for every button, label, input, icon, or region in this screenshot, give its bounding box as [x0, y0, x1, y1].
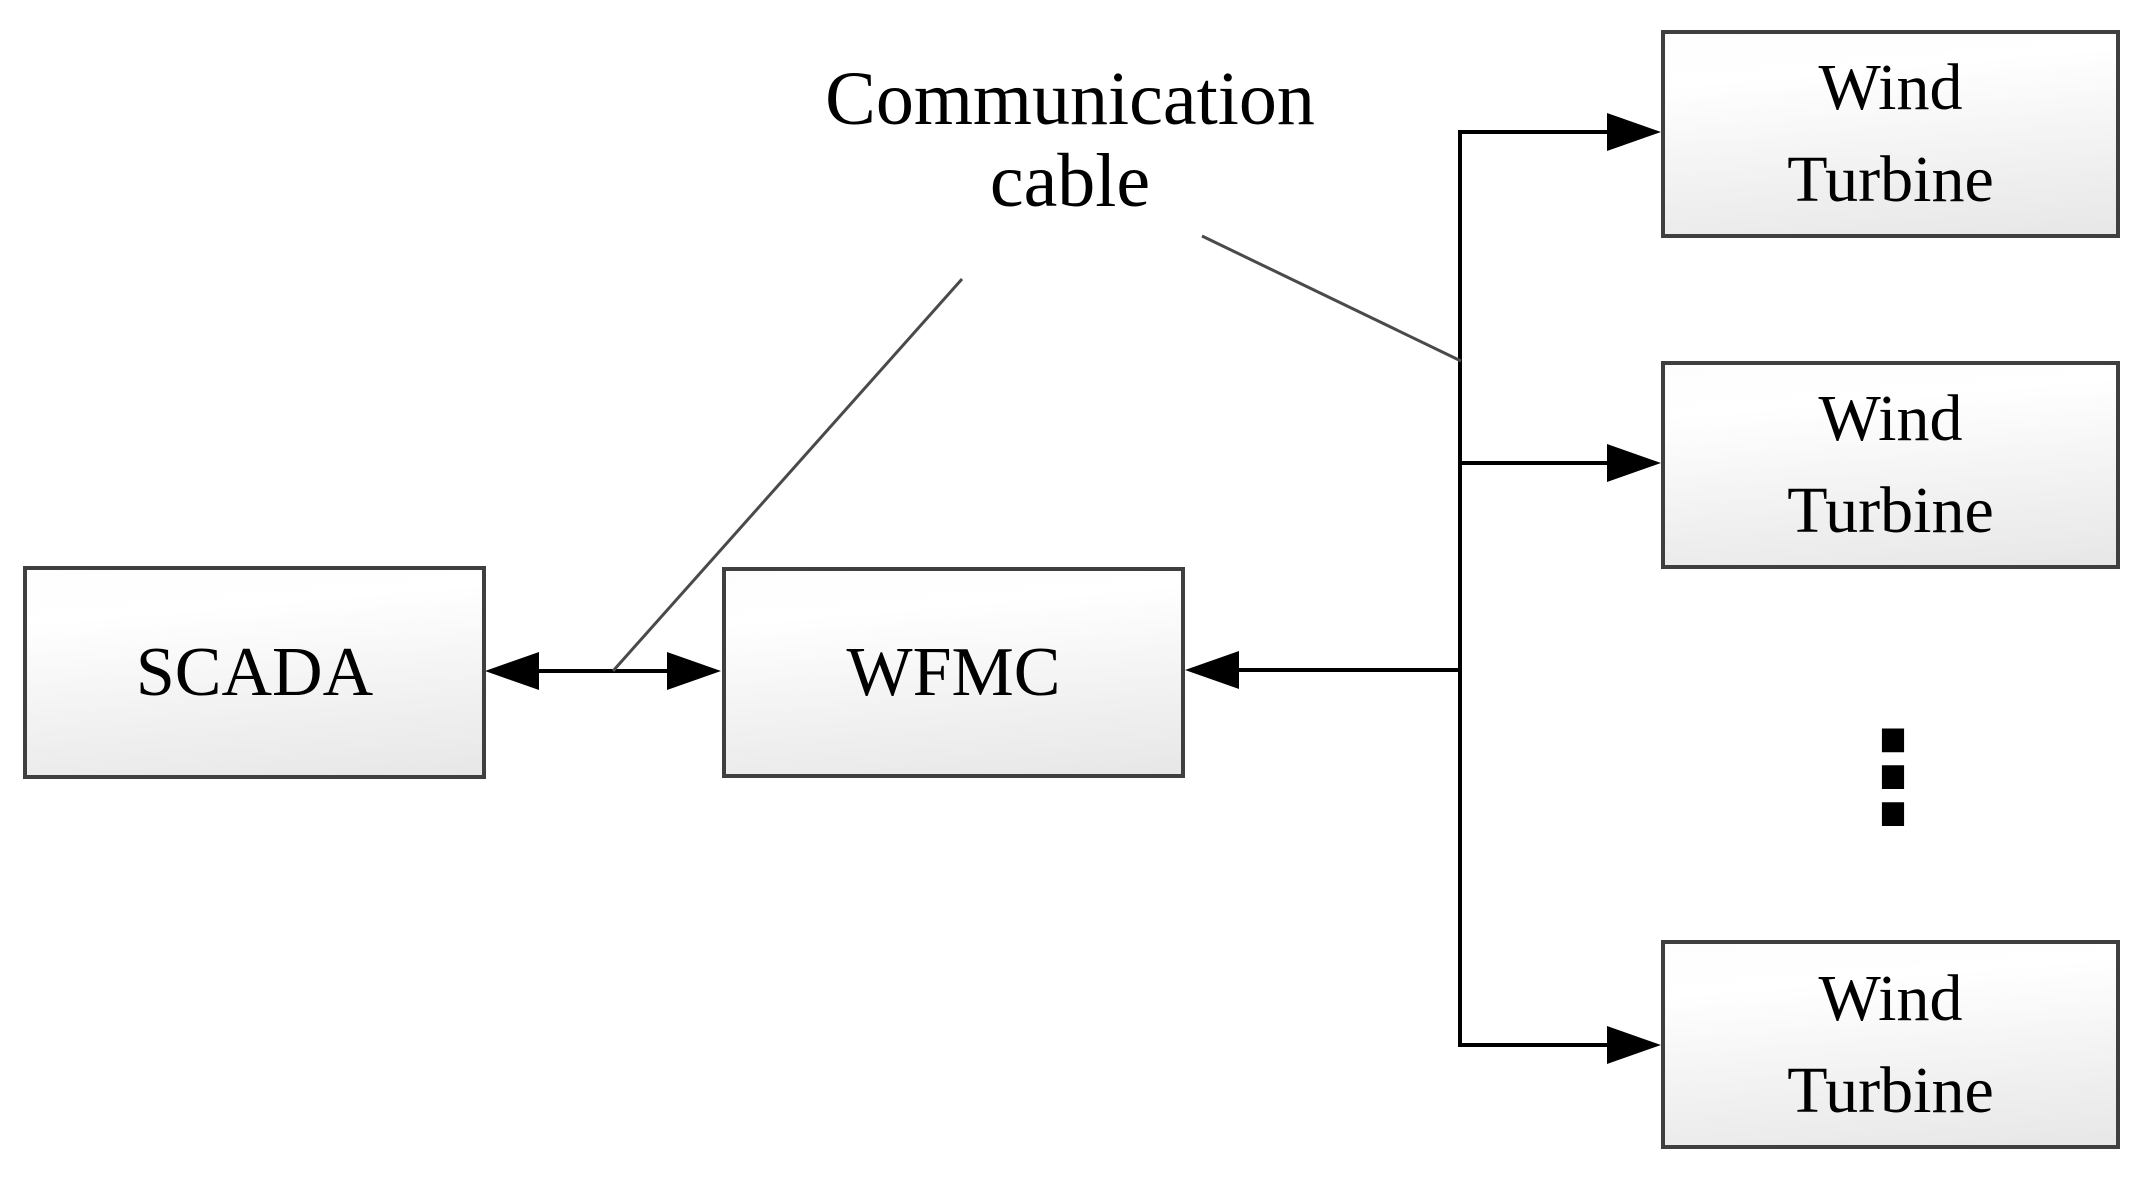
- arrowhead-into-turbine-1: [1607, 113, 1661, 151]
- wind-turbine-node-2: Wind Turbine: [1661, 361, 2120, 569]
- arrowhead-into-wfmc-left: [667, 652, 721, 690]
- vertical-ellipsis: ⋮: [1823, 700, 1963, 855]
- arrowhead-into-turbine-3: [1607, 1026, 1661, 1064]
- arrowhead-into-scada: [485, 652, 539, 690]
- communication-cable-label-line1: Communication: [825, 57, 1315, 141]
- wind-turbine-3-label-line2: Turbine: [1787, 1053, 1994, 1127]
- wfmc-node-label: WFMC: [846, 633, 1061, 711]
- wind-turbine-2-label-line2: Turbine: [1787, 474, 1994, 547]
- wind-turbine-3-label-line1: Wind: [1818, 961, 1963, 1035]
- communication-cable-label: Communication cable: [620, 58, 1520, 222]
- scada-node-label: SCADA: [135, 633, 374, 711]
- wind-turbine-node-3: Wind Turbine: [1661, 940, 2120, 1149]
- annotation-pointer-line-left: [611, 278, 964, 672]
- wfmc-node: WFMC: [722, 567, 1185, 778]
- annotation-pointer-line-right: [1201, 234, 1462, 363]
- wind-turbine-1-label-line1: Wind: [1818, 51, 1963, 124]
- communication-cable-label-line2: cable: [989, 139, 1151, 223]
- wind-turbine-2-label-line1: Wind: [1818, 382, 1963, 455]
- arrowhead-into-wfmc-right: [1185, 651, 1239, 689]
- scada-node: SCADA: [23, 566, 486, 779]
- arrowhead-into-turbine-2: [1607, 444, 1661, 482]
- wind-turbine-1-label-line2: Turbine: [1787, 143, 1994, 216]
- wind-turbine-node-1: Wind Turbine: [1661, 30, 2120, 238]
- vertical-ellipsis-glyph: ⋮: [1830, 703, 1956, 851]
